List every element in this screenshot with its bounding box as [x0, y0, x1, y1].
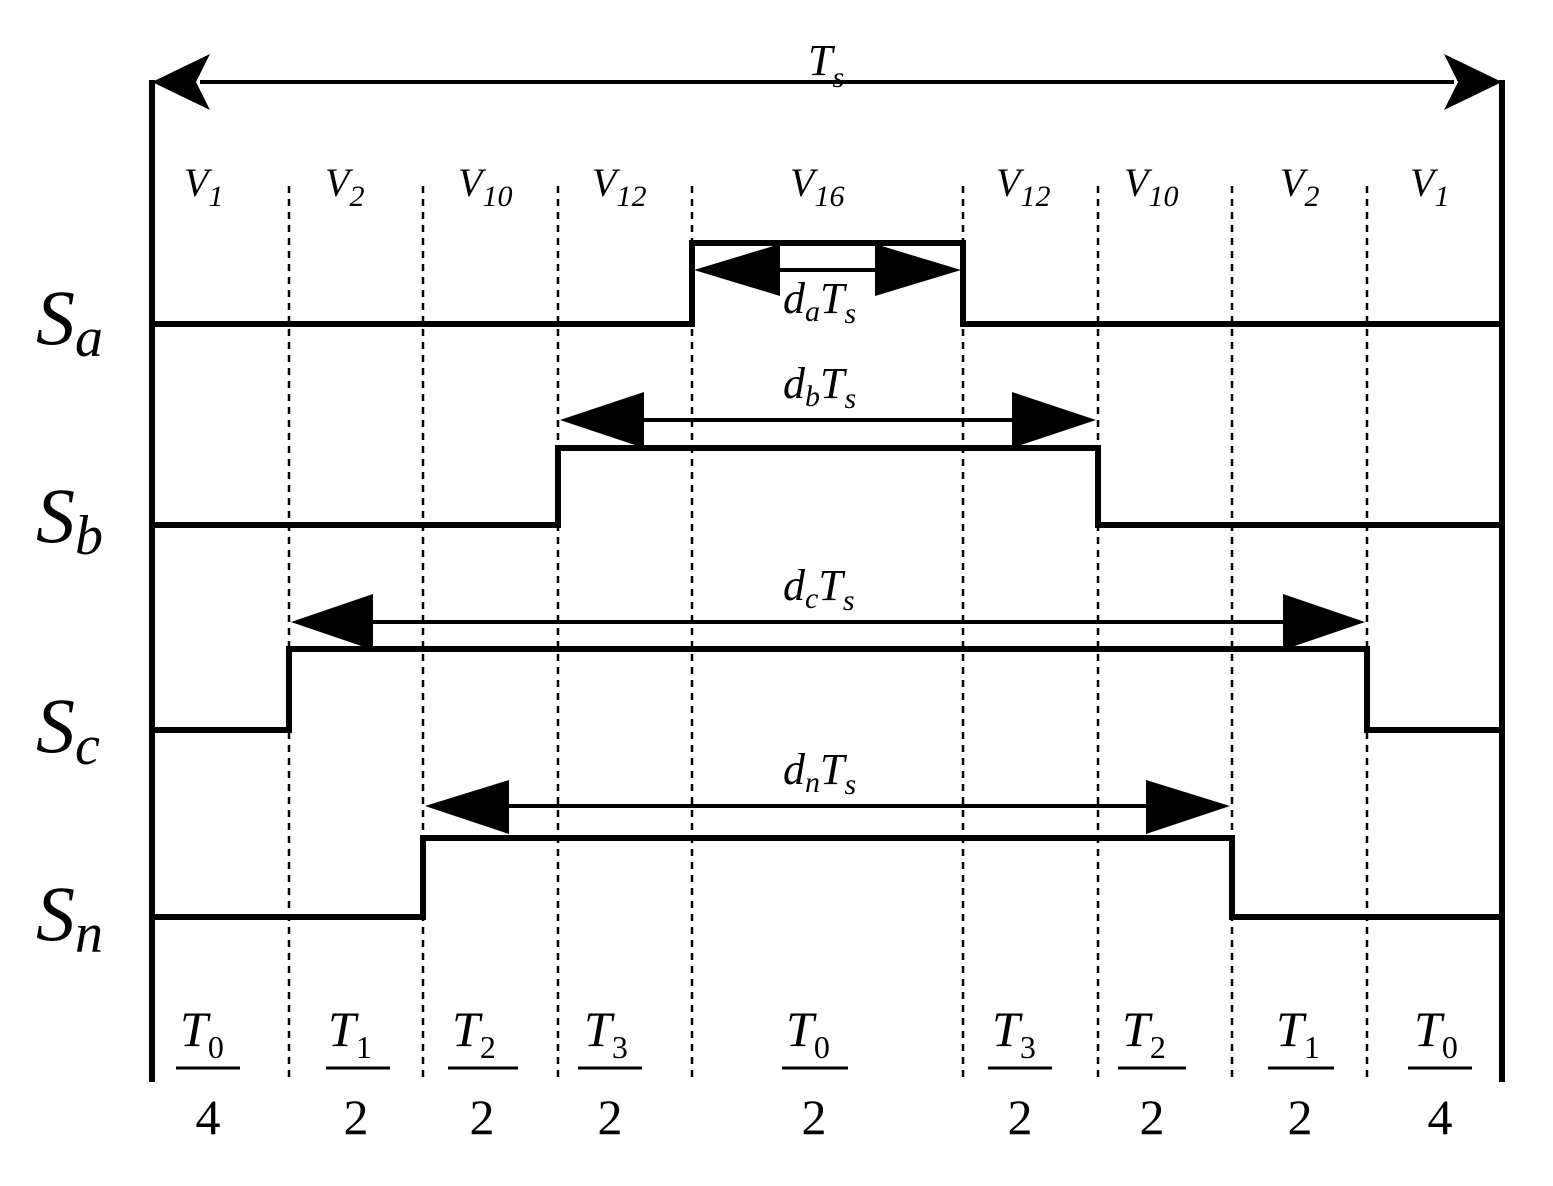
vector-label-2: V2	[325, 160, 364, 213]
vector-label-9: V1	[1410, 160, 1449, 213]
duration-6-denominator: 2	[1008, 1089, 1033, 1145]
vector-label-1: V1	[184, 160, 223, 213]
vector-label-6: V12	[996, 160, 1050, 213]
duration-4-denominator: 2	[598, 1089, 623, 1145]
duration-7-numerator: T2	[1122, 1001, 1166, 1065]
signal-label-sc: Sc	[36, 682, 100, 777]
duration-3-numerator: T2	[452, 1001, 496, 1065]
duration-5-denominator: 2	[802, 1089, 827, 1145]
waveform-sc	[149, 646, 1505, 733]
signal-label-sb: Sb	[36, 472, 103, 567]
duty-sa: daTs	[694, 244, 961, 330]
vector-label-3: V10	[458, 160, 512, 213]
duty-sn-label: dnTs	[783, 745, 856, 801]
duty-sa-label: daTs	[783, 274, 856, 330]
duration-8-denominator: 2	[1288, 1089, 1313, 1145]
duty-sc-label: dcTs	[783, 561, 855, 617]
vector-label-8: V2	[1280, 160, 1319, 213]
duty-sc: dcTs	[291, 561, 1365, 650]
waveform-sn	[149, 835, 1505, 920]
duration-3-denominator: 2	[470, 1089, 495, 1145]
duration-2-denominator: 2	[344, 1089, 369, 1145]
duration-3: T2 2	[448, 1001, 518, 1145]
duration-1-denominator: 4	[196, 1089, 221, 1145]
duration-8-numerator: T1	[1276, 1001, 1320, 1065]
period-arrow-right	[1444, 54, 1502, 110]
duty-sb-arrow-left	[560, 392, 644, 448]
duty-sa-arrow-right	[875, 244, 961, 296]
waveform-sb	[149, 445, 1505, 528]
vector-label-4: V12	[592, 160, 646, 213]
duty-sc-arrow-right	[1283, 594, 1365, 650]
duration-5-numerator: T0	[786, 1001, 830, 1065]
segment-dividers	[287, 186, 1369, 1082]
duty-sb-label: dbTs	[783, 359, 856, 415]
duration-fractions: T0 4 T1 2 T2 2 T3 2 T0 2 T3 2	[176, 1001, 1472, 1145]
duration-9-denominator: 4	[1428, 1089, 1453, 1145]
duty-sn-arrow-right	[1146, 780, 1230, 834]
signal-labels: Sa Sb Sc Sn	[36, 274, 103, 965]
duration-5: T0 2	[782, 1001, 848, 1145]
duration-8: T1 2	[1268, 1001, 1334, 1145]
duration-9-numerator: T0	[1414, 1001, 1458, 1065]
duration-7: T2 2	[1118, 1001, 1186, 1145]
period-arrow-left	[152, 54, 210, 110]
vector-labels: V1 V2 V10 V12 V16 V12 V10 V2 V1	[184, 160, 1449, 213]
waveform-sa	[149, 240, 1505, 327]
duty-sb: dbTs	[560, 359, 1096, 448]
duty-sc-arrow-left	[291, 594, 373, 650]
duration-1-numerator: T0	[180, 1001, 224, 1065]
duration-9: T0 4	[1408, 1001, 1472, 1145]
duration-2: T1 2	[326, 1001, 390, 1145]
period-label: Ts	[808, 36, 844, 94]
duration-7-denominator: 2	[1140, 1089, 1165, 1145]
period-dimension: Ts	[152, 36, 1502, 110]
duty-sa-arrow-left	[694, 244, 780, 296]
duration-6: T3 2	[988, 1001, 1052, 1145]
vector-label-7: V10	[1124, 160, 1178, 213]
vector-label-5: V16	[790, 160, 844, 213]
duration-6-numerator: T3	[992, 1001, 1036, 1065]
signal-label-sa: Sa	[36, 274, 103, 369]
duty-sn: dnTs	[425, 745, 1230, 834]
duty-sb-arrow-right	[1012, 392, 1096, 448]
signal-label-sn: Sn	[36, 870, 103, 965]
duration-4-numerator: T3	[584, 1001, 628, 1065]
waveforms	[149, 240, 1505, 920]
duration-1: T0 4	[176, 1001, 240, 1145]
duty-sn-arrow-left	[425, 780, 509, 834]
duration-2-numerator: T1	[328, 1001, 372, 1065]
duration-4: T3 2	[578, 1001, 642, 1145]
